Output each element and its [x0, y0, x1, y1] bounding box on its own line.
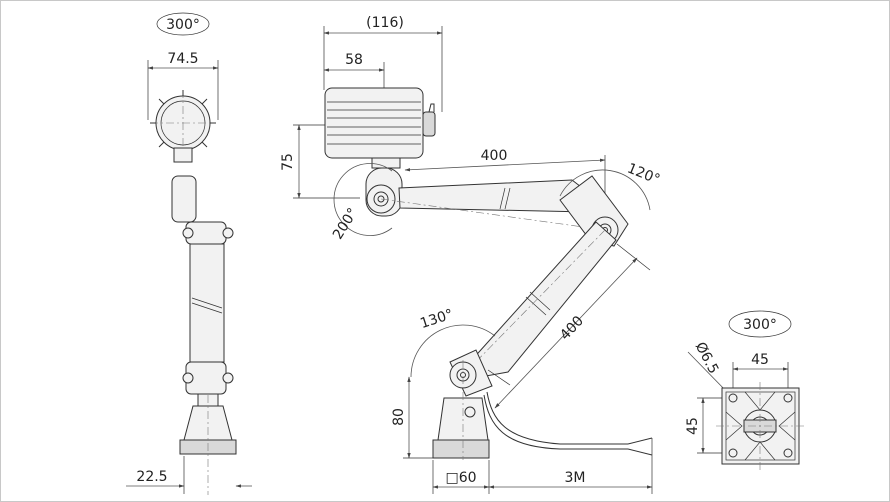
- upper-arm-length-line: [404, 158, 606, 172]
- mount-hole-dia-leader: [687, 351, 730, 395]
- side-joint-rotation-arc: [333, 163, 393, 236]
- base-square-label: □60: [445, 470, 476, 486]
- front-view: 300° 74.5: [126, 12, 252, 495]
- cable-length-label: 3M: [565, 470, 586, 486]
- side-view: (116) 58 75 200°: [280, 15, 662, 494]
- base-joint-rotation-label: 130°: [418, 306, 455, 332]
- front-base-offset-label: 22.5: [136, 469, 167, 485]
- lower-arm: [469, 221, 617, 377]
- base-height-label: 80: [391, 408, 407, 426]
- side-head-height-label: 75: [280, 153, 296, 171]
- front-rotation-ellipse: [156, 12, 210, 36]
- mount-plate-view: 300° 45 45 Ø6.5: [685, 310, 806, 470]
- cable: [486, 391, 628, 445]
- mount-hole-pitch-y-label: 45: [685, 417, 701, 435]
- mount-rotation-label: 300°: [743, 317, 777, 333]
- side-joint-rotation-label: 200°: [330, 205, 361, 242]
- front-head-width-label: 74.5: [167, 51, 198, 67]
- lower-arm-length-line: [494, 257, 638, 409]
- lower-arm-length-label: 400: [557, 313, 587, 343]
- side-lamp-head: [324, 87, 424, 159]
- upper-arm: [398, 179, 589, 213]
- side-head-length-label: 58: [345, 52, 363, 68]
- elbow-rotation-arc: [559, 169, 651, 211]
- mount-hole-dia-label: Ø6.5: [692, 340, 722, 377]
- elbow-rotation-label: 120°: [625, 161, 662, 188]
- upper-arm-length-label: 400: [481, 148, 508, 164]
- side-overall-length-label: (116): [366, 15, 404, 31]
- mount-hole-pitch-x-label: 45: [751, 352, 769, 368]
- base-joint-rotation-arc: [410, 324, 496, 378]
- front-rotation-label: 300°: [166, 17, 200, 33]
- mount-rotation-ellipse: [728, 310, 792, 338]
